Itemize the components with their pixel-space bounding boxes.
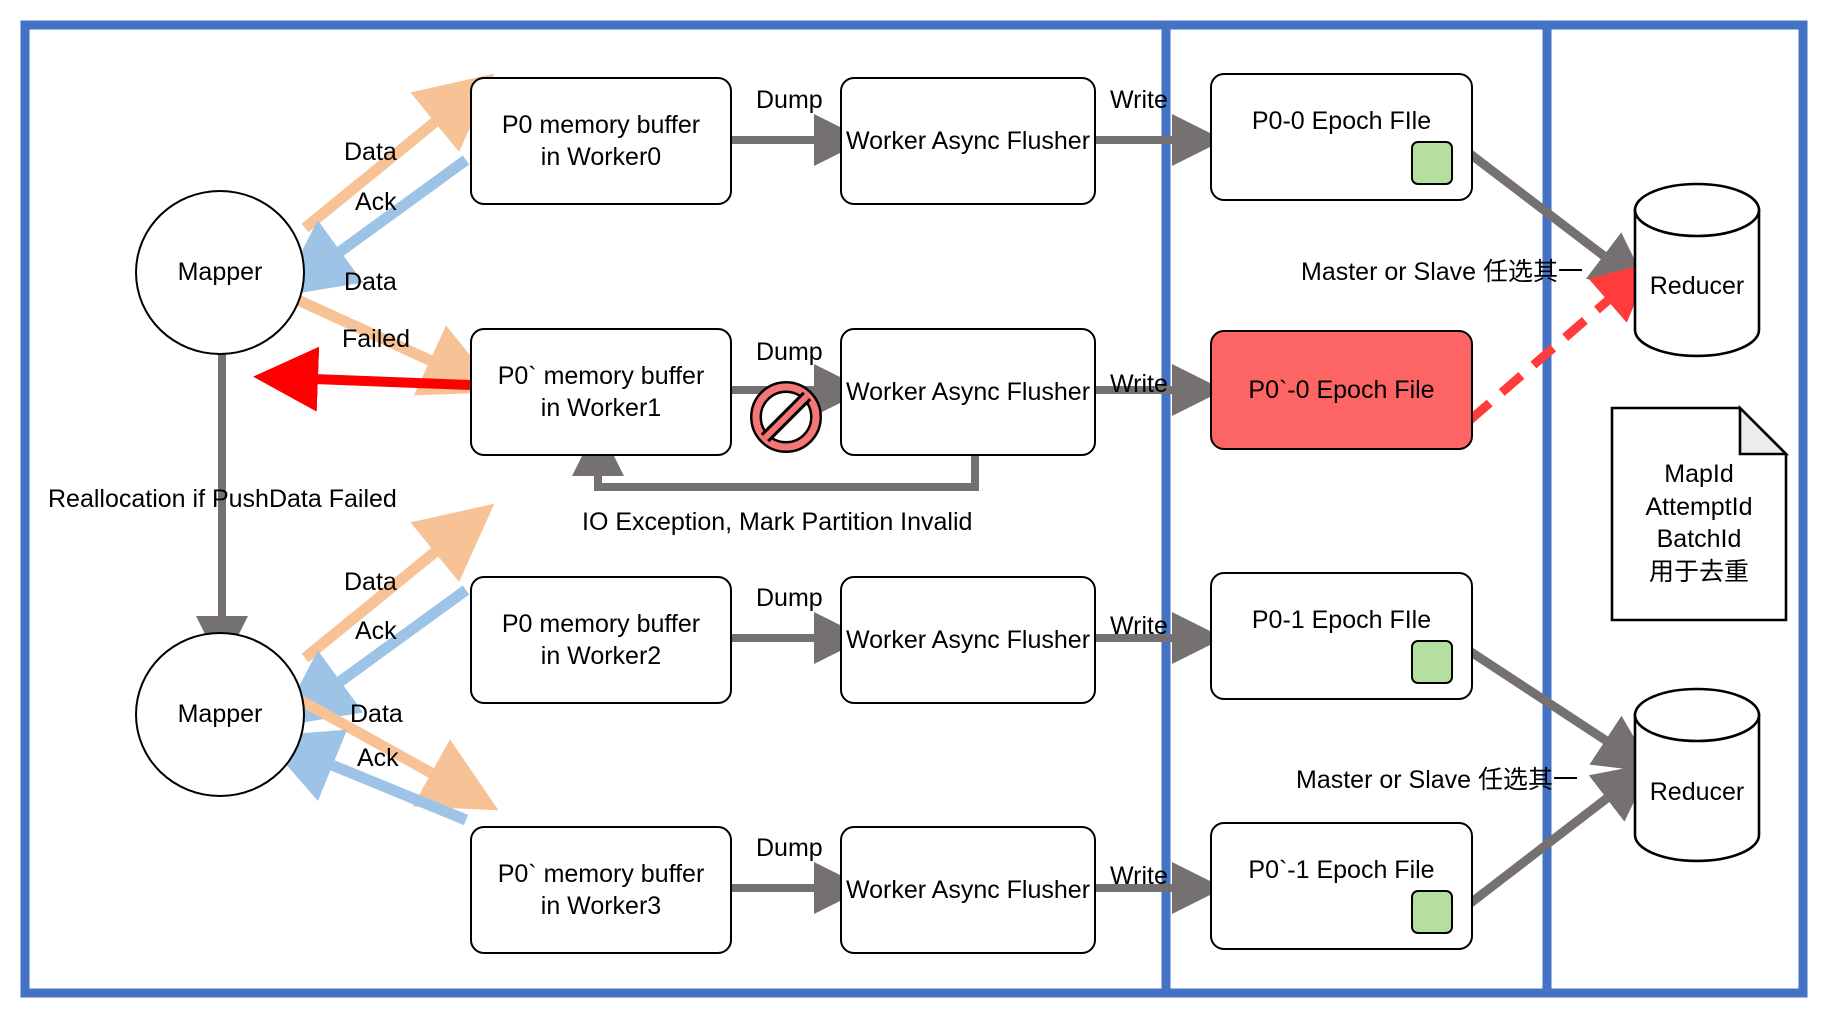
epoch-file-p0-0-label: P0-0 Epoch FIle (1251, 107, 1432, 135)
edge-data-worker3 (297, 695, 499, 811)
buffer-worker0-line2: in Worker0 (540, 143, 662, 171)
flusher-3[interactable]: Worker Async Flusher (840, 826, 1096, 954)
green-status-chip (1411, 890, 1453, 934)
label-dump-0: Dump (756, 86, 823, 114)
label-dump-1: Dump (756, 338, 823, 366)
buffer-worker0-line1: P0 memory buffer (501, 111, 701, 139)
label-ack-worker3: Ack (357, 744, 399, 772)
label-master-or-slave-top: Master or Slave 任选其一 (1301, 258, 1584, 286)
epoch-file-p0b-1[interactable]: P0`-1 Epoch File (1210, 822, 1473, 950)
label-master-or-slave-bottom: Master or Slave 任选其一 (1296, 766, 1579, 794)
epoch-file-p0b-0[interactable]: P0`-0 Epoch File (1210, 330, 1473, 450)
green-status-chip (1411, 141, 1453, 185)
epoch-file-p0-1-label: P0-1 Epoch FIle (1251, 606, 1432, 634)
label-ack-worker0: Ack (355, 188, 397, 216)
mapper-bottom[interactable]: Mapper (135, 632, 305, 797)
buffer-worker1-line2: in Worker1 (540, 394, 662, 422)
edge-p0-1-to-reducer (1462, 644, 1655, 773)
label-reallocation: Reallocation if PushData Failed (48, 485, 397, 513)
flusher-1[interactable]: Worker Async Flusher (840, 328, 1096, 456)
buffer-worker2-line1: P0 memory buffer (501, 610, 701, 638)
mapper-top-label: Mapper (177, 258, 263, 286)
buffer-worker2-line2: in Worker2 (540, 642, 662, 670)
flusher-2[interactable]: Worker Async Flusher (840, 576, 1096, 704)
flusher-1-label: Worker Async Flusher (845, 378, 1091, 406)
mapper-top[interactable]: Mapper (135, 190, 305, 355)
edge-ack-worker0 (278, 155, 470, 297)
buffer-worker2[interactable]: P0 memory buffer in Worker2 (470, 576, 732, 704)
edge-failed-epoch-to-reducer (1467, 262, 1652, 424)
buffer-worker3[interactable]: P0` memory buffer in Worker3 (470, 826, 732, 954)
buffer-worker1[interactable]: P0` memory buffer in Worker1 (470, 328, 732, 456)
label-data-worker1: Data (344, 268, 397, 296)
edge-ack-worker3 (261, 729, 469, 826)
edge-data-worker1 (295, 294, 501, 396)
label-data-worker0: Data (344, 138, 397, 166)
buffer-worker1-line1: P0` memory buffer (497, 362, 705, 390)
label-write-0: Write (1110, 86, 1168, 114)
green-status-chip (1411, 640, 1453, 684)
note-line-4: 用于去重 (1648, 557, 1749, 586)
label-data-worker3: Data (350, 700, 403, 728)
no-entry-icon (750, 381, 822, 453)
epoch-file-p0b-1-label: P0`-1 Epoch File (1248, 856, 1435, 884)
buffer-worker3-line2: in Worker3 (540, 892, 662, 920)
epoch-file-p0-0[interactable]: P0-0 Epoch FIle (1210, 73, 1473, 201)
reducer-bottom-label: Reducer (1649, 778, 1745, 806)
buffer-worker0[interactable]: P0 memory buffer in Worker0 (470, 77, 732, 205)
edge-data-worker0 (301, 73, 495, 233)
reducer-top-label: Reducer (1649, 272, 1745, 300)
label-dump-3: Dump (756, 834, 823, 862)
flusher-3-label: Worker Async Flusher (845, 876, 1091, 904)
label-write-2: Write (1110, 612, 1168, 640)
label-ack-worker2: Ack (355, 617, 397, 645)
edge-failed-worker1 (253, 346, 471, 412)
epoch-file-p0b-0-label: P0`-0 Epoch File (1248, 376, 1435, 404)
label-io-exception: IO Exception, Mark Partition Invalid (582, 508, 973, 536)
label-dump-2: Dump (756, 584, 823, 612)
epoch-file-p0-1[interactable]: P0-1 Epoch FIle (1210, 572, 1473, 700)
reducer-bottom-shape (1633, 687, 1761, 863)
label-data-worker2: Data (344, 568, 397, 596)
flusher-2-label: Worker Async Flusher (845, 626, 1091, 654)
buffer-worker3-line1: P0` memory buffer (497, 860, 705, 888)
mapper-bottom-label: Mapper (177, 700, 263, 728)
label-failed-worker1: Failed (342, 325, 411, 353)
note-line-2: AttemptId (1645, 492, 1753, 521)
outer-blue-frame (20, 20, 1808, 998)
flusher-0-label: Worker Async Flusher (845, 127, 1091, 155)
reducer-top-shape (1633, 182, 1761, 358)
edge-p0-0-to-reducer (1462, 146, 1651, 292)
note-line-3: BatchId (1656, 525, 1742, 553)
edge-p0b-1-to-reducer (1465, 762, 1653, 909)
edge-io-exception (572, 424, 979, 491)
edge-ack-worker2 (278, 585, 470, 727)
edge-data-worker2 (301, 503, 495, 663)
note-card-shape (1610, 404, 1790, 622)
label-write-3: Write (1110, 862, 1168, 890)
note-line-1: MapId (1664, 460, 1734, 488)
flusher-0[interactable]: Worker Async Flusher (840, 77, 1096, 205)
label-write-1: Write (1110, 370, 1168, 398)
